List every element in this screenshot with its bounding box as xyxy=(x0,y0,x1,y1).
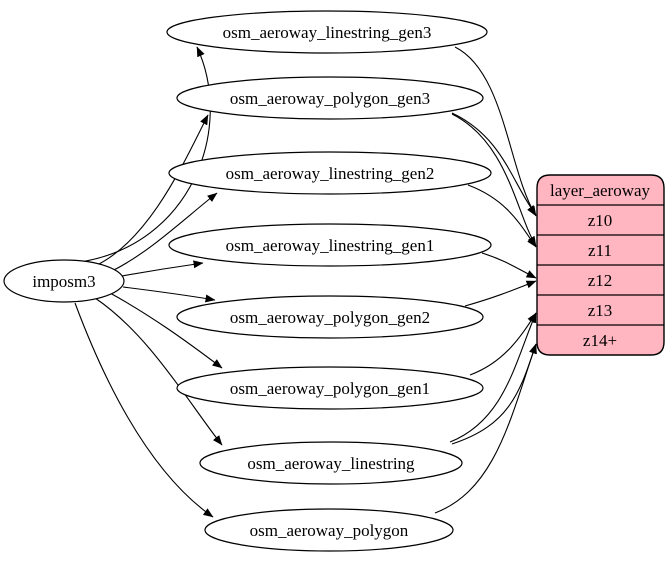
node-shape xyxy=(168,223,492,267)
edge-polygon-z14 xyxy=(434,343,537,514)
node-label: osm_aeroway_polygon_gen3 xyxy=(230,89,430,108)
edge-imposm3-polygon-gen3 xyxy=(94,114,209,267)
edge-linestring-gen2-z11 xyxy=(467,184,537,248)
edge-polygon-gen3-z10 xyxy=(451,112,537,216)
node-shape xyxy=(204,508,454,552)
layer-row-z13: z13 xyxy=(588,301,613,320)
node-label: osm_aeroway_polygon_gen1 xyxy=(230,379,430,398)
edge-imposm3-linestring xyxy=(94,297,223,446)
node-osm-aeroway-linestring-gen2: osm_aeroway_linestring_gen2 xyxy=(168,151,492,195)
node-label: osm_aeroway_linestring_gen3 xyxy=(223,23,432,42)
node-label: osm_aeroway_polygon_gen2 xyxy=(230,308,430,327)
layer-table-title: layer_aeroway xyxy=(550,181,651,200)
node-label: osm_aeroway_linestring_gen1 xyxy=(226,236,435,255)
node-imposm3-shape xyxy=(3,259,125,303)
node-shape xyxy=(176,295,484,339)
node-osm-aeroway-linestring-gen1: osm_aeroway_linestring_gen1 xyxy=(168,223,492,267)
node-label: osm_aeroway_linestring xyxy=(247,454,415,473)
node-osm-aeroway-polygon-gen3: osm_aeroway_polygon_gen3 xyxy=(176,76,484,120)
node-shape xyxy=(176,366,484,410)
node-osm-aeroway-polygon: osm_aeroway_polygon xyxy=(204,508,454,552)
node-shape xyxy=(176,76,484,120)
layer-row-z12: z12 xyxy=(588,271,613,290)
layer-row-z14: z14+ xyxy=(583,331,617,350)
node-label: osm_aeroway_linestring_gen2 xyxy=(226,164,435,183)
node-shape xyxy=(199,441,463,485)
edge-imposm3-polygon-gen2 xyxy=(122,286,216,303)
edge-linestring-gen3-z10 xyxy=(454,46,537,217)
node-shape xyxy=(166,10,488,54)
edge-polygon-gen2-z12 xyxy=(464,280,537,307)
edge-polygon-gen3-z11 xyxy=(451,113,537,247)
node-imposm3: imposm3 xyxy=(3,259,125,303)
edge-imposm3-linestring-gen1 xyxy=(121,260,204,277)
node-shape xyxy=(168,151,492,195)
edge-polygon-gen1-z13 xyxy=(469,312,537,376)
edge-imposm3-linestring-gen3 xyxy=(79,46,211,263)
layer-row-z10: z10 xyxy=(588,211,613,230)
layer-row-z11: z11 xyxy=(588,241,612,260)
edge-imposm3-polygon-gen1 xyxy=(109,292,223,369)
edge-imposm3-linestring-gen2 xyxy=(111,192,218,272)
edge-linestring-z13 xyxy=(449,312,537,443)
node-imposm3-label: imposm3 xyxy=(32,272,95,291)
node-osm-aeroway-polygon-gen1: osm_aeroway_polygon_gen1 xyxy=(176,366,484,410)
node-label: osm_aeroway_polygon xyxy=(250,521,409,540)
edge-imposm3-polygon xyxy=(74,302,214,518)
node-osm-aeroway-linestring-gen3: osm_aeroway_linestring_gen3 xyxy=(166,10,488,54)
node-osm-aeroway-polygon-gen2: osm_aeroway_polygon_gen2 xyxy=(176,295,484,339)
layer-table: layer_aeroway z10 z11 z12 z13 z14+ xyxy=(536,174,665,356)
edge-linestring-gen1-z12 xyxy=(481,252,537,279)
node-osm-aeroway-linestring: osm_aeroway_linestring xyxy=(199,441,463,485)
edges-tables-to-layer xyxy=(434,46,537,514)
